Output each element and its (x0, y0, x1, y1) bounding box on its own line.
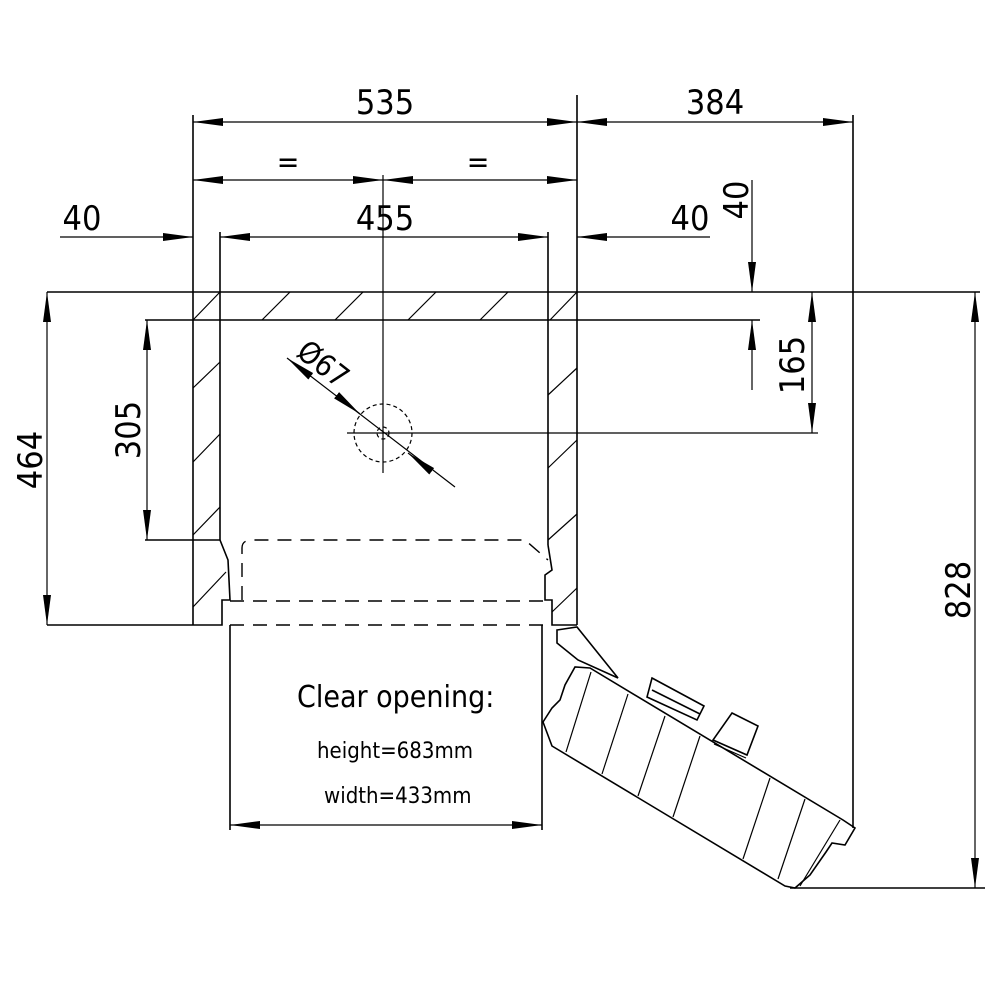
dim-equal-right: = (467, 145, 490, 180)
clear-opening-title: Clear opening: (297, 680, 494, 715)
dimension-labels: 535 384 = = 455 40 40 40 165 305 464 828 (11, 83, 979, 619)
dim-305: 305 (109, 401, 149, 459)
dimension-lines (43, 118, 979, 888)
clear-opening: Clear opening: height=683mm width=433mm (229, 625, 543, 830)
dim-455: 455 (356, 199, 414, 239)
clear-opening-width: width=433mm (324, 784, 471, 809)
dim-535: 535 (356, 83, 414, 123)
open-door (542, 115, 985, 889)
dim-40-left: 40 (63, 199, 102, 239)
clear-opening-height: height=683mm (317, 739, 473, 764)
dim-464: 464 (11, 431, 51, 489)
dim-828: 828 (939, 561, 979, 619)
dim-40-right: 40 (671, 199, 710, 239)
dashed-shelf (230, 539, 549, 626)
dim-40-top: 40 (717, 181, 757, 220)
hole-diameter-label: Ø67 (290, 334, 355, 396)
dim-165: 165 (773, 336, 813, 394)
wall-hatching (192, 291, 578, 613)
cabinet-outline (47, 95, 980, 626)
dim-384: 384 (686, 83, 744, 123)
dim-equal-left: = (277, 145, 300, 180)
